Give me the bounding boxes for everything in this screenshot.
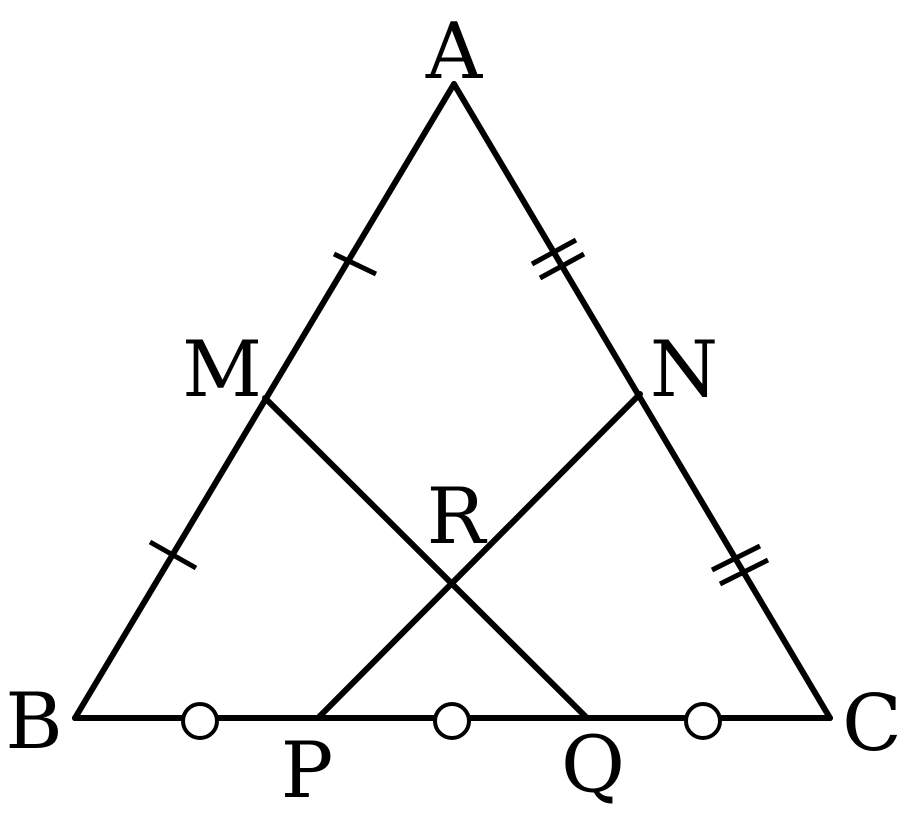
circle-mark-qc: [684, 702, 722, 740]
label-q: Q: [561, 720, 625, 810]
label-n: N: [650, 325, 718, 415]
label-b: B: [5, 677, 62, 767]
label-r: R: [427, 472, 488, 562]
label-p: P: [281, 726, 333, 816]
double-tick-nc: [710, 543, 770, 587]
double-tick-an: [530, 237, 586, 281]
segment-mq: [262, 395, 590, 721]
label-c: C: [842, 679, 902, 769]
segment-np: [315, 391, 643, 721]
segment-ac: [451, 81, 833, 721]
circle-mark-bp: [181, 702, 219, 740]
label-m: M: [182, 325, 262, 415]
single-tick-am: [332, 251, 378, 277]
label-a: A: [425, 7, 484, 97]
single-tick-mb: [148, 539, 198, 571]
circle-mark-pq: [433, 702, 471, 740]
